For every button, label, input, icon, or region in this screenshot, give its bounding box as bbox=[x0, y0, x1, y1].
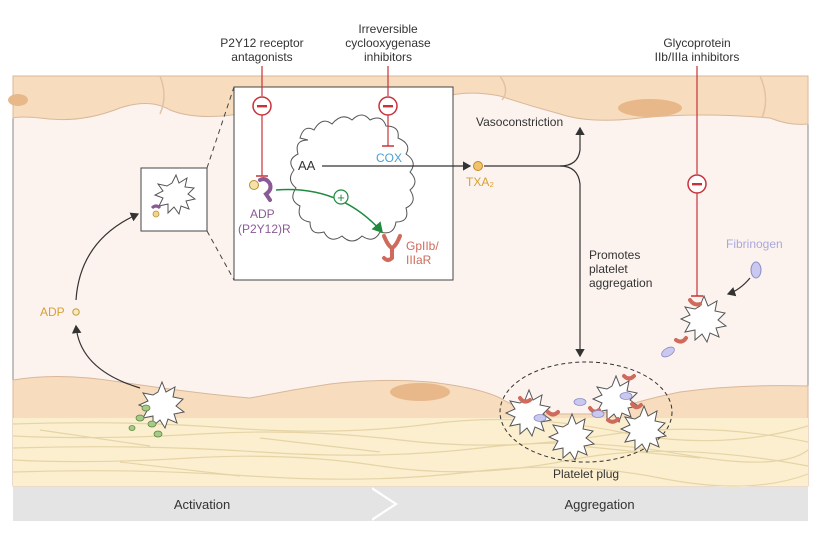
plus-text: + bbox=[337, 190, 345, 205]
plus-symbol bbox=[333, 189, 349, 205]
granules bbox=[128, 404, 163, 438]
activated-platelet bbox=[679, 294, 728, 344]
adp-released-molecule bbox=[72, 308, 80, 316]
adp-molecule bbox=[249, 180, 259, 190]
promotes-label-3: aggregation bbox=[589, 276, 652, 290]
plug-platelets bbox=[504, 374, 668, 462]
adp-to-thumbnail-arrow bbox=[75, 212, 140, 301]
adp-receptor-label-1: ADP bbox=[250, 207, 275, 221]
vasoconstriction-label: Vasoconstriction bbox=[476, 115, 563, 129]
p2y12-label-2: antagonists bbox=[231, 50, 292, 64]
thumbnail-platelet bbox=[153, 173, 197, 216]
aa-label: AA bbox=[298, 158, 316, 173]
stage-activation: Activation bbox=[13, 487, 391, 521]
gp-inhibitor-label-2: IIb/IIIa inhibitors bbox=[655, 50, 740, 64]
promotes-label-1: Promotes bbox=[589, 248, 640, 262]
promotes-label-2: platelet bbox=[589, 262, 628, 276]
gp-receptor-label-2: IIIaR bbox=[406, 253, 432, 267]
releasing-platelet bbox=[137, 380, 186, 430]
fibrinogen-label: Fibrinogen bbox=[726, 237, 783, 251]
fibrinogen-molecule bbox=[750, 261, 762, 279]
bottom-endothelium bbox=[12, 375, 809, 487]
adp-receptor-label-2: (P2Y12)R bbox=[238, 222, 291, 236]
stage-chevron-fill bbox=[368, 487, 394, 521]
plug-receptors bbox=[518, 374, 643, 424]
plug-fibrinogen bbox=[533, 392, 633, 422]
platelet-plug-outline bbox=[499, 361, 673, 463]
stage-aggregation-label: Aggregation bbox=[564, 496, 635, 512]
cox-label: COX bbox=[376, 151, 402, 165]
inset-platelet-membrane bbox=[290, 114, 416, 242]
txa2-label: TXA₂ bbox=[466, 175, 494, 189]
nucleus bbox=[390, 383, 450, 401]
release-to-adp-arrow bbox=[71, 324, 141, 389]
cox-inhibitor-label-3: inhibitors bbox=[364, 50, 412, 64]
adp-p2y12-receptor bbox=[258, 177, 273, 202]
inset-connectors bbox=[206, 86, 235, 281]
cox-inhibitor-label-1: Irreversible bbox=[358, 22, 418, 36]
p2y12-label-1: P2Y12 receptor bbox=[220, 36, 303, 50]
aggregation-arrow bbox=[559, 165, 585, 358]
platelet-plug-label: Platelet plug bbox=[553, 467, 619, 481]
adp-label: ADP bbox=[40, 305, 65, 319]
stage-activation-label: Activation bbox=[173, 496, 231, 512]
stage-aggregation: Aggregation bbox=[391, 487, 808, 521]
cox-inhibitor-label-2: cyclooxygenase bbox=[345, 36, 431, 50]
gp-inhibitor-label-1: Glycoprotein bbox=[663, 36, 730, 50]
nucleus bbox=[618, 99, 682, 117]
txa2-molecule bbox=[473, 161, 483, 171]
gp-receptor bbox=[382, 234, 402, 262]
gp-receptor-label-1: GpIIb/ bbox=[406, 239, 439, 253]
